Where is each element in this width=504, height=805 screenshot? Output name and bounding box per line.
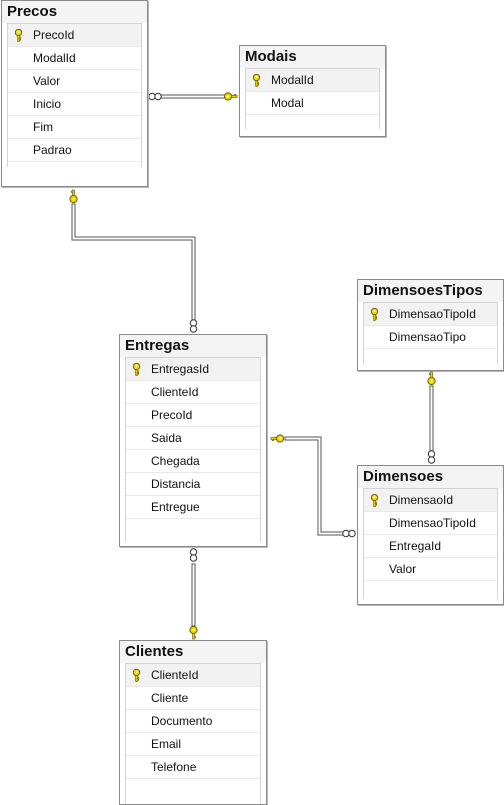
column-name: DimensaoTipoId [389,516,476,530]
relationship-entregas-clientes[interactable] [189,548,198,627]
column-name: EntregaId [389,539,442,553]
column-row[interactable]: Entregue [126,496,260,519]
column-row[interactable]: Padrao [8,139,141,162]
relationship-precos-entregas[interactable] [71,203,198,333]
column-name: Valor [33,74,61,88]
relationship-dimensoestipos-dimensoes[interactable] [427,385,436,464]
primary-key-column[interactable]: PrecoId [8,24,141,47]
column-name: ModalId [271,73,314,87]
column-name: Saida [151,431,182,445]
table-title: Modais [240,46,385,68]
table-title: Clientes [120,641,266,663]
column-name: PrecoId [151,408,193,422]
column-name: Telefone [151,760,197,774]
column-name: Documento [151,714,213,728]
primary-key-icon [370,494,379,507]
column-name: Valor [389,562,417,576]
column-name: Email [151,737,182,751]
column-row[interactable]: ClienteId [126,381,260,404]
column-name: Fim [33,120,53,134]
many-end-icon [148,92,156,101]
primary-key-icon [132,669,141,682]
column-name: Modal [271,96,304,110]
column-name: ModalId [33,51,76,65]
column-name: DimensaoId [389,493,454,507]
primary-key-icon [132,363,141,376]
column-name: DimensaoTipo [389,330,466,344]
column-row[interactable]: Saida [126,427,260,450]
column-name: Inicio [33,97,62,111]
column-row[interactable]: Valor [8,70,141,93]
primary-key-column[interactable]: ModalId [246,69,379,92]
column-row[interactable]: Distancia [126,473,260,496]
column-name: ClienteId [151,668,199,682]
table-title: Dimensoes [358,466,503,488]
table-title: DimensoesTipos [358,280,503,302]
column-name: Chegada [151,454,200,468]
column-name: PrecoId [33,28,75,42]
column-row[interactable]: EntregaId [364,535,497,558]
relationship-precos-modais[interactable] [148,92,227,101]
column-name: DimensaoTipoId [389,307,476,321]
primary-key-column[interactable]: EntregasId [126,358,260,381]
primary-key-icon [370,308,379,321]
column-name: Padrao [33,143,72,157]
column-name: Distancia [151,477,201,491]
many-end-icon [189,548,198,556]
column-row[interactable]: Chegada [126,450,260,473]
column-row[interactable]: Valor [364,558,497,581]
primary-key-column[interactable]: DimensaoTipoId [364,303,497,326]
primary-key-icon [14,29,23,42]
column-name: Cliente [151,691,189,705]
column-row[interactable]: Fim [8,116,141,139]
column-row[interactable]: Email [126,733,260,756]
many-end-icon [189,319,198,327]
column-row[interactable]: DimensaoTipo [364,326,497,349]
column-name: ClienteId [151,385,199,399]
table-title: Precos [2,1,147,23]
column-row[interactable]: Documento [126,710,260,733]
primary-key-column[interactable]: DimensaoId [364,489,497,512]
column-row[interactable]: Inicio [8,93,141,116]
column-name: Entregue [151,500,200,514]
many-end-icon [427,450,436,458]
column-row[interactable]: ModalId [8,47,141,70]
column-row[interactable]: DimensaoTipoId [364,512,497,535]
column-name: EntregasId [151,362,210,376]
many-end-icon [342,529,350,538]
table-title: Entregas [120,335,266,357]
column-row[interactable]: PrecoId [126,404,260,427]
column-row[interactable]: Cliente [126,687,260,710]
primary-key-icon [252,74,261,87]
primary-key-column[interactable]: ClienteId [126,664,260,687]
relationship-entregas-dimensoes[interactable] [284,436,356,538]
column-row[interactable]: Telefone [126,756,260,779]
column-row[interactable]: Modal [246,92,379,115]
